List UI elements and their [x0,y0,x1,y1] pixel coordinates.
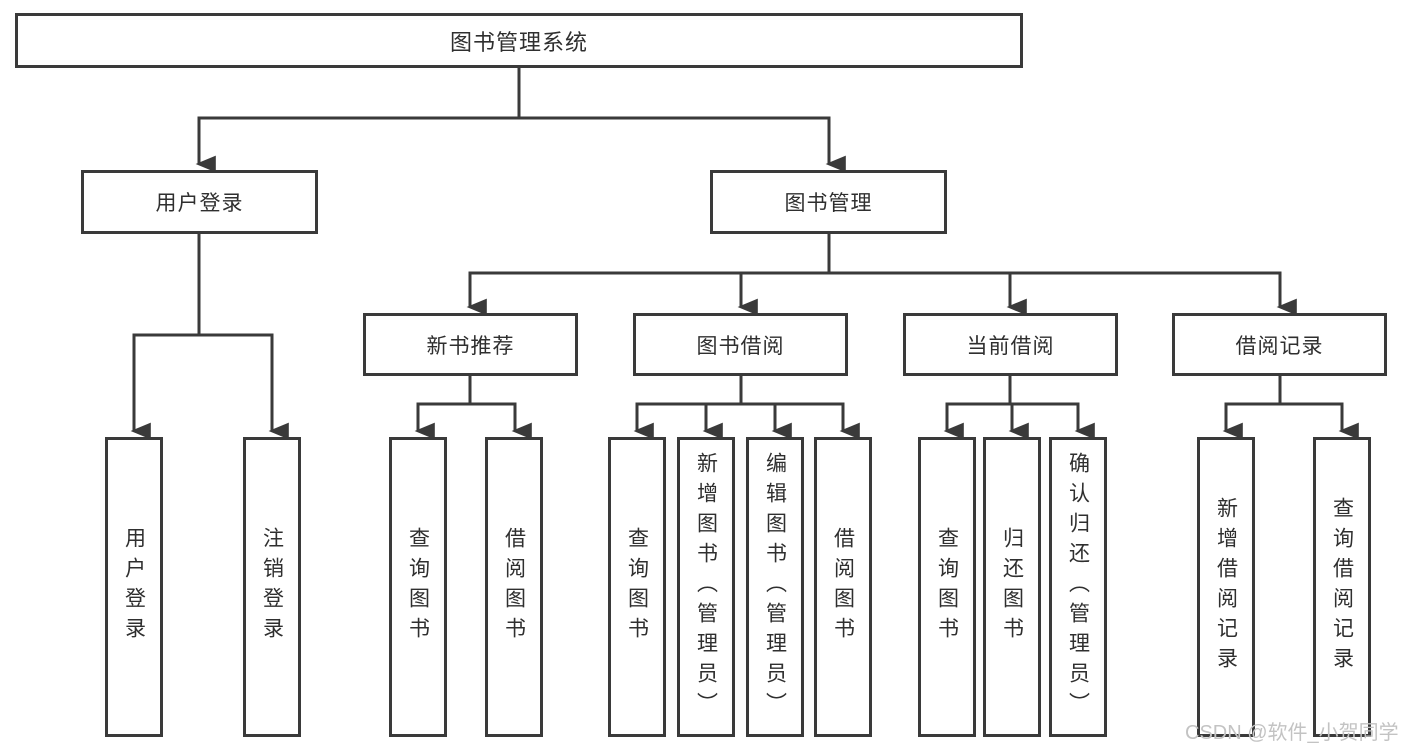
leaf-logout-label: 注销登录 [260,527,284,647]
leaf-return-books: 归还图书 [983,437,1041,737]
leaf-query-books-recommend: 查询图书 [389,437,447,737]
leaf-edit-books-admin-label: 编辑图书（管理员） [763,452,787,722]
node-book-management: 图书管理 [710,170,947,234]
trunk-curborrow-to-leaves [945,374,1080,406]
leaf-add-books-admin-label: 新增图书（管理员） [694,452,718,722]
leaf-query-books-current: 查询图书 [918,437,976,737]
leaf-borrow-books-recommend-label: 借阅图书 [502,527,526,647]
leaf-query-books-borrowing-label: 查询图书 [625,527,649,647]
leaf-query-books-current-label: 查询图书 [935,527,959,647]
leaf-confirm-return-admin-label: 确认归还（管理员） [1066,452,1090,722]
leaf-add-books-admin: 新增图书（管理员） [677,437,735,737]
leaf-borrow-books-borrowing: 借阅图书 [814,437,872,737]
leaf-add-borrow-record-label: 新增借阅记录 [1214,497,1238,677]
leaf-query-books-recommend-label: 查询图书 [406,527,430,647]
leaf-confirm-return-admin: 确认归还（管理员） [1049,437,1107,737]
leaf-add-borrow-record: 新增借阅记录 [1197,437,1255,737]
node-library-management-system: 图书管理系统 [15,13,1023,68]
node-user-login: 用户登录 [81,170,318,234]
leaf-edit-books-admin: 编辑图书（管理员） [746,437,804,737]
trunk-root-to-level2 [197,66,831,120]
leaf-return-books-label: 归还图书 [1000,527,1024,647]
leaf-user-login-label: 用户登录 [122,527,146,647]
leaf-query-borrow-record: 查询借阅记录 [1313,437,1371,737]
trunk-bookborrow-to-leaves [635,374,845,406]
leaf-user-login: 用户登录 [105,437,163,737]
csdn-watermark: CSDN @软件_小贺同学 [1185,722,1399,744]
trunk-bookmgmt-to-level3 [468,232,1282,275]
node-borrowing-records: 借阅记录 [1172,313,1387,376]
trunk-borrowrec-to-leaves [1224,374,1344,406]
node-current-borrowing: 当前借阅 [903,313,1118,376]
leaf-borrow-books-borrowing-label: 借阅图书 [831,527,855,647]
trunk-userlogin-to-leaves [132,232,274,337]
arrow-stubs [130,118,1359,440]
leaf-query-books-borrowing: 查询图书 [608,437,666,737]
node-book-borrowing: 图书借阅 [633,313,848,376]
leaf-logout: 注销登录 [243,437,301,737]
leaf-borrow-books-recommend: 借阅图书 [485,437,543,737]
trunk-newbook-to-leaves [416,374,517,406]
leaf-query-borrow-record-label: 查询借阅记录 [1330,497,1354,677]
node-new-book-recommendation: 新书推荐 [363,313,578,376]
